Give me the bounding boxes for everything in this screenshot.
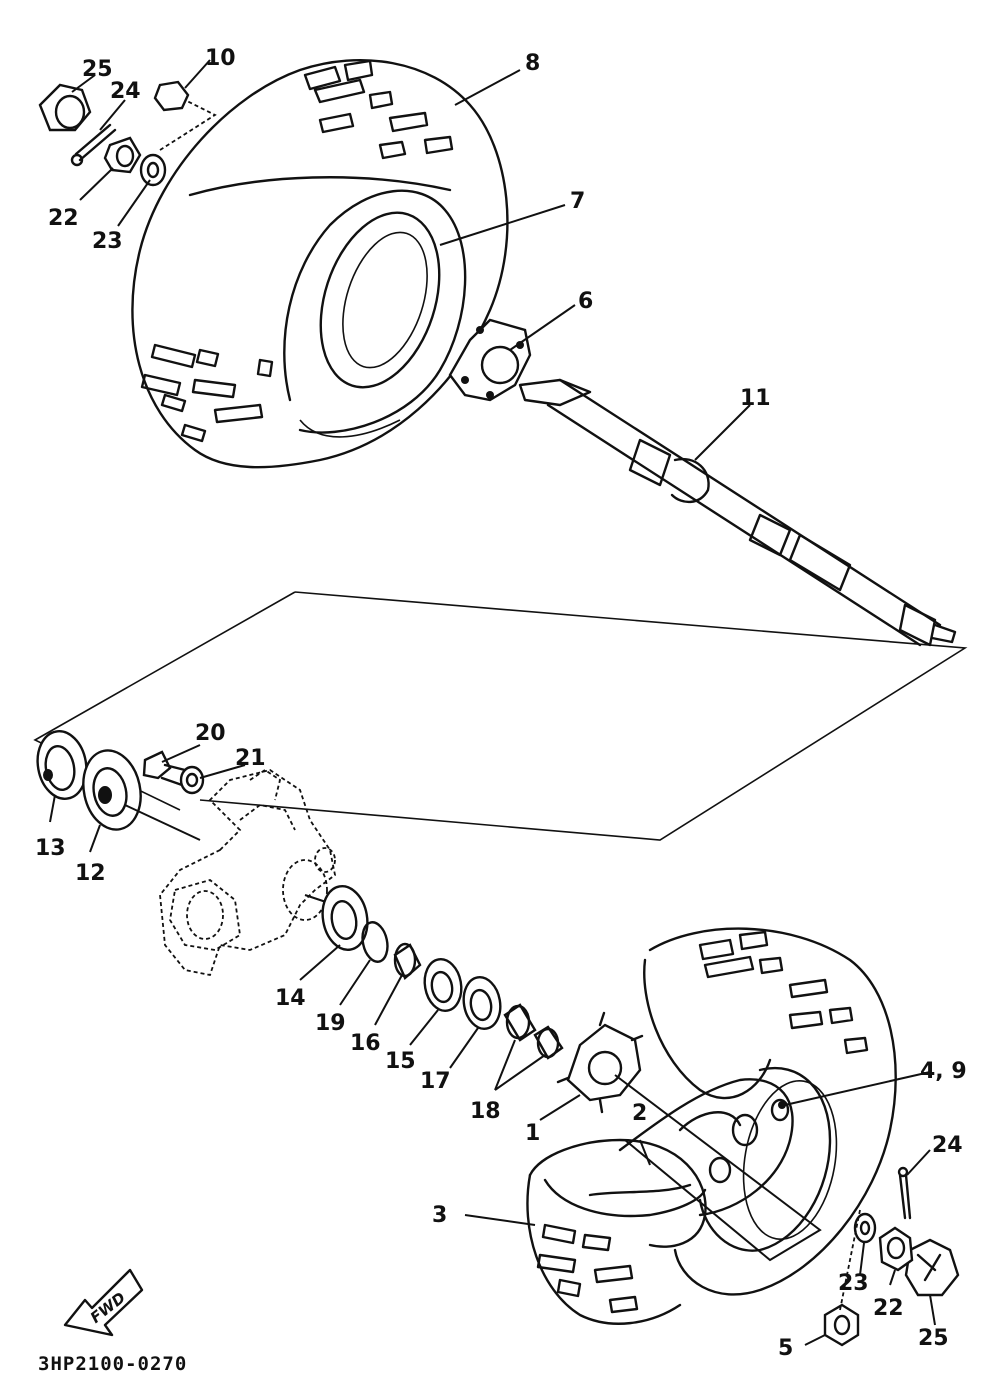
assembly-outline <box>33 591 968 841</box>
top-left-fasteners <box>38 80 217 187</box>
label-part-15: 15 <box>385 1049 416 1074</box>
label-part-5: 5 <box>778 1336 793 1361</box>
label-part-17: 17 <box>420 1069 451 1094</box>
label-part-24-top: 24 <box>110 79 141 104</box>
label-part-13: 13 <box>35 836 66 861</box>
label-part-22-top: 22 <box>48 206 79 231</box>
label-part-2: 2 <box>632 1101 647 1126</box>
label-part-4-9: 4, 9 <box>920 1059 967 1084</box>
upper-hub <box>448 318 532 402</box>
leader-lines <box>49 59 936 1346</box>
part-number-labels: 8 7 6 11 10 25 24 22 23 20 21 13 12 14 1… <box>35 46 967 1361</box>
label-part-20: 20 <box>195 721 226 746</box>
label-part-21: 21 <box>235 746 266 771</box>
label-part-7: 7 <box>570 189 585 214</box>
label-part-8: 8 <box>525 51 540 76</box>
knuckle-assembly <box>36 730 564 1060</box>
label-part-22-bottom: 22 <box>873 1296 904 1321</box>
label-part-25-bottom: 25 <box>918 1326 949 1351</box>
label-part-1: 1 <box>525 1121 540 1146</box>
label-part-23-bottom: 23 <box>838 1271 869 1296</box>
label-part-19: 19 <box>315 1011 346 1036</box>
label-part-6: 6 <box>578 289 593 314</box>
label-part-3: 3 <box>432 1203 447 1228</box>
forward-direction-arrow: FWD <box>63 1268 144 1337</box>
label-part-14: 14 <box>275 986 306 1011</box>
label-part-11: 11 <box>740 386 771 411</box>
label-part-25-top: 25 <box>82 57 113 82</box>
label-part-16: 16 <box>350 1031 381 1056</box>
label-part-10: 10 <box>205 46 236 71</box>
label-part-23-top: 23 <box>92 229 123 254</box>
axle-shaft <box>518 378 957 647</box>
lower-wheel-assembly <box>526 927 960 1347</box>
diagram-code: 3HP2100-0270 <box>38 1353 187 1375</box>
label-part-24-bottom: 24 <box>932 1133 963 1158</box>
label-part-18: 18 <box>470 1099 501 1124</box>
label-part-12: 12 <box>75 861 106 886</box>
upper-tire <box>131 59 509 469</box>
